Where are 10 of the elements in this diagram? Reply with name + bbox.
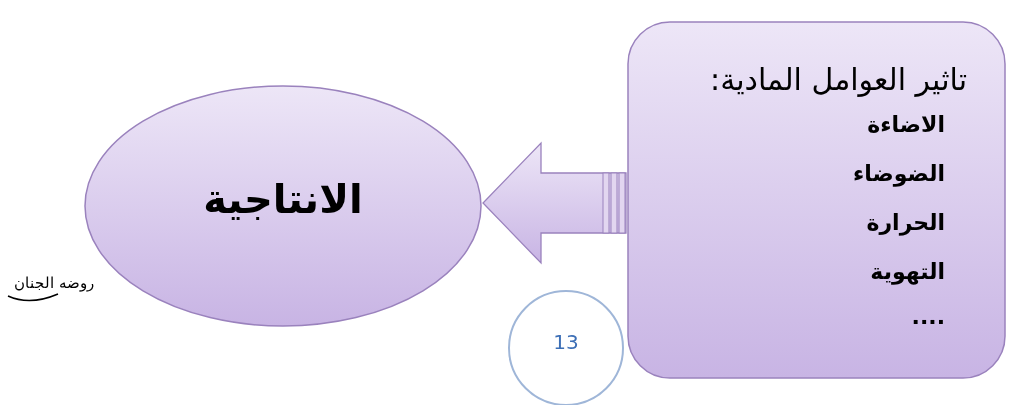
page-number: 13 [552,330,580,354]
item-text: .... [911,304,945,329]
heading-text: الانتاجية [202,176,364,222]
signature-text: روضه الجنان [14,274,94,292]
heading-text: تاثير العوامل المادية: [710,62,967,97]
item-text: التهوية [870,259,945,284]
item-text: الاضاءة [867,112,945,137]
item-text: الضوضاء [852,161,945,186]
rounded-box [627,21,1006,379]
item-text: الحرارة [866,210,945,235]
